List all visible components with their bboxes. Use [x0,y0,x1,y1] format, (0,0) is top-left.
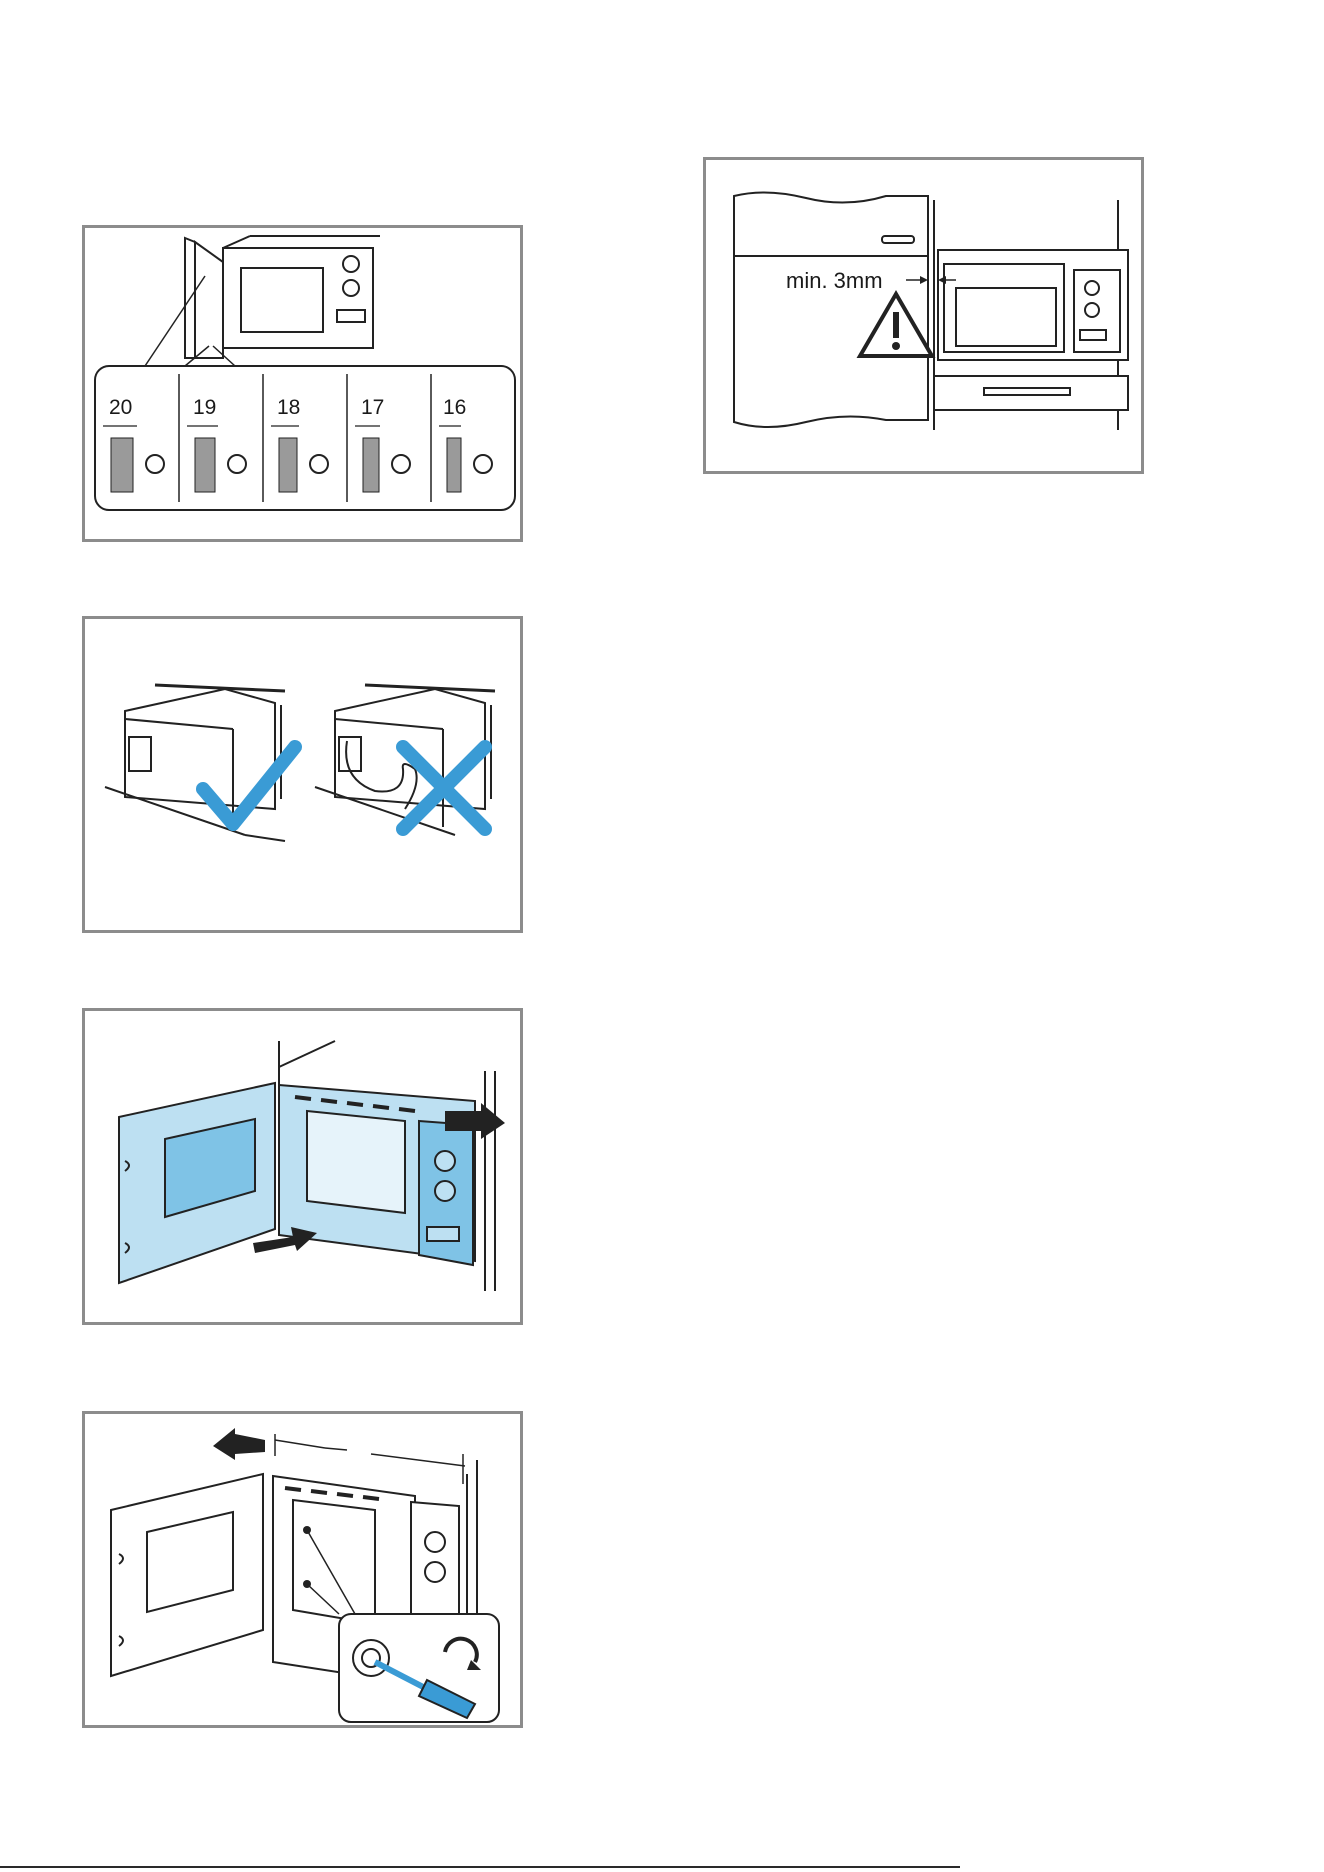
spacer-wall-section [363,438,379,492]
spacer-label-17: 17 [361,396,384,419]
spacer-wall-section [195,438,215,492]
spacer-label-20: 20 [109,396,132,419]
spacer-bolt [228,455,246,473]
spacer-label-19: 19 [193,396,216,419]
clearance-figure: min. 3mm [703,157,1144,474]
cable-routing-figure [82,616,523,933]
spacer-wall-section [279,438,297,492]
spacer-bolt [310,455,328,473]
spacer-bolt [146,455,164,473]
spacer-wall-section [447,438,461,492]
spacer-bolt [392,455,410,473]
insertion-figure [82,1008,523,1325]
clearance-label: min. 3mm [786,268,883,293]
spacer-wall-section [111,438,133,492]
spacer-thickness-figure: 20 19 18 17 16 [82,225,523,542]
fixing-screws-figure [82,1411,523,1728]
spacer-label-18: 18 [277,396,300,419]
footer-rule [0,1866,960,1868]
spacer-label-16: 16 [443,396,466,419]
arrow-left-icon [213,1428,265,1460]
spacer-bolt [474,455,492,473]
